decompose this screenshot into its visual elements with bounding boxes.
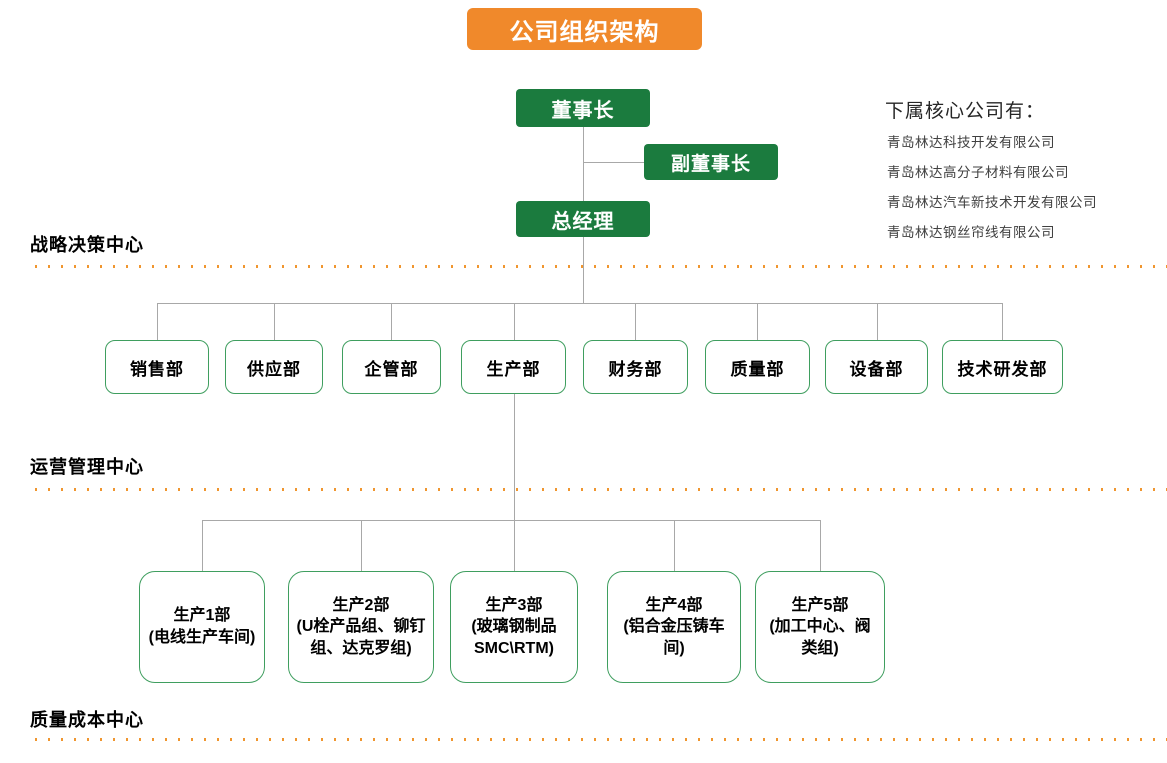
node-prod-4: 生产4部 (铝合金压铸车间) xyxy=(607,571,741,683)
node-dept-supply: 供应部 xyxy=(225,340,323,394)
node-dept-quality: 质量部 xyxy=(705,340,810,394)
divider-strategy xyxy=(35,265,1167,268)
divider-quality-cost xyxy=(35,738,1167,741)
node-prod-1: 生产1部 (电线生产车间) xyxy=(139,571,265,683)
connector-drop-8 xyxy=(1002,303,1003,340)
node-dept-enterprise-mgmt: 企管部 xyxy=(342,340,441,394)
connector-drop-7 xyxy=(877,303,878,340)
node-prod-3: 生产3部 (玻璃钢制品SMC\RTM) xyxy=(450,571,578,683)
page-title: 公司组织架构 xyxy=(467,8,702,50)
connector-dept-hbar xyxy=(157,303,1002,304)
connector-drop-5 xyxy=(635,303,636,340)
connector-prod-drop-4 xyxy=(674,520,675,571)
node-chairman: 董事长 xyxy=(516,89,650,127)
node-dept-production: 生产部 xyxy=(461,340,566,394)
section-label-strategy: 战略决策中心 xyxy=(30,235,144,255)
subsidiary-item: 青岛林达钢丝帘线有限公司 xyxy=(887,225,1055,240)
connector-gm-down xyxy=(583,237,584,303)
connector-drop-6 xyxy=(757,303,758,340)
connector-production-down xyxy=(514,394,515,520)
node-dept-sales: 销售部 xyxy=(105,340,209,394)
subsidiary-item: 青岛林达科技开发有限公司 xyxy=(887,135,1055,150)
connector-vice-chairman-branch xyxy=(583,162,644,163)
subsidiaries-header: 下属核心公司有： xyxy=(885,101,1046,122)
divider-operations xyxy=(35,488,1167,491)
node-general-manager: 总经理 xyxy=(516,201,650,237)
connector-drop-1 xyxy=(157,303,158,340)
subsidiary-item: 青岛林达高分子材料有限公司 xyxy=(887,165,1069,180)
node-dept-rd: 技术研发部 xyxy=(942,340,1063,394)
connector-prod-drop-5 xyxy=(820,520,821,571)
section-label-quality-cost: 质量成本中心 xyxy=(30,710,144,730)
connector-prod-drop-2 xyxy=(361,520,362,571)
node-dept-finance: 财务部 xyxy=(583,340,688,394)
connector-prod-hbar xyxy=(202,520,820,521)
node-prod-5: 生产5部 (加工中心、阀类组) xyxy=(755,571,885,683)
connector-prod-drop-3 xyxy=(514,520,515,571)
node-dept-equipment: 设备部 xyxy=(825,340,928,394)
node-prod-2: 生产2部 (U栓产品组、铆钉组、达克罗组) xyxy=(288,571,434,683)
connector-drop-3 xyxy=(391,303,392,340)
connector-chairman-gm xyxy=(583,127,584,201)
node-vice-chairman: 副董事长 xyxy=(644,144,778,180)
connector-prod-drop-1 xyxy=(202,520,203,571)
subsidiary-item: 青岛林达汽车新技术开发有限公司 xyxy=(887,195,1097,210)
connector-drop-4 xyxy=(514,303,515,340)
section-label-operations: 运营管理中心 xyxy=(30,457,144,477)
connector-drop-2 xyxy=(274,303,275,340)
